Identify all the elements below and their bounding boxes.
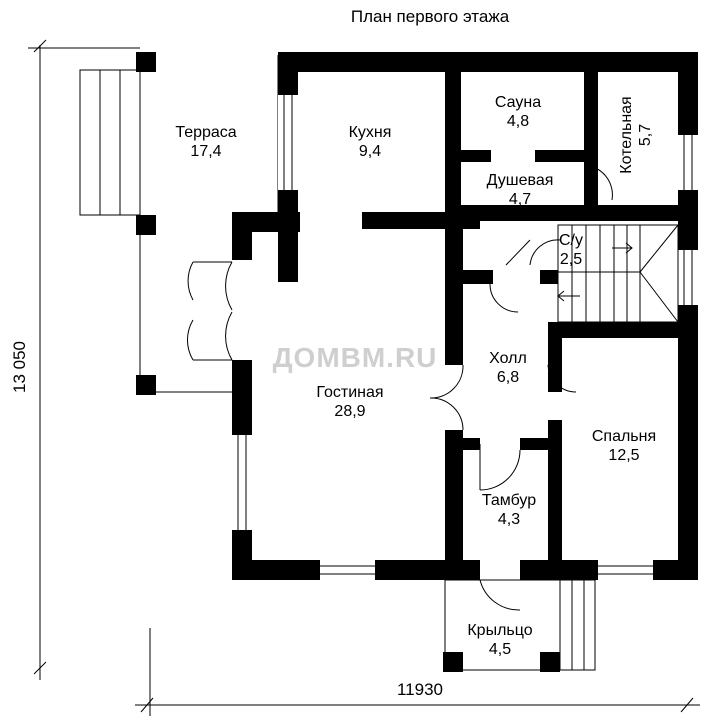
room-name: Тамбур: [481, 492, 537, 509]
staircase: [557, 224, 679, 323]
room-area: 4,7: [508, 191, 532, 208]
room-hall: Холл 6,8: [489, 349, 527, 387]
room-boiler: Котельная 5,7: [617, 96, 655, 173]
room-name: Сауна: [494, 94, 542, 111]
room-name: Терраса: [175, 124, 237, 141]
interior-walls: [362, 52, 698, 580]
room-porch: Крыльцо 4,5: [467, 621, 532, 659]
room-area: 6,8: [496, 369, 520, 386]
windows: [232, 95, 698, 580]
room-area: 12,5: [608, 447, 640, 464]
room-name: Душевая: [486, 172, 554, 189]
room-area: 28,9: [334, 403, 366, 420]
dimension-height-label: 13 050: [10, 341, 29, 393]
room-terrace: Терраса 17,4: [175, 123, 236, 161]
room-name: Кухня: [348, 124, 392, 141]
room-name: Крыльцо: [467, 622, 533, 639]
room-bedroom: Спальня 12,5: [592, 427, 656, 465]
doors: [187, 164, 613, 611]
room-wc: С/у 2,5: [559, 231, 583, 269]
room-area: 4,8: [506, 113, 530, 130]
porch: [443, 579, 596, 672]
room-sauna: Сауна 4,8: [495, 93, 541, 131]
dimension-lines: [28, 39, 700, 716]
watermark-logo: ДОМВМ.RU: [272, 342, 438, 373]
room-kitchen: Кухня 9,4: [349, 123, 392, 161]
room-name: С/у: [559, 232, 583, 249]
room-vestibule: Тамбур 4,3: [482, 491, 536, 529]
room-name: Гостиная: [316, 384, 384, 401]
terrace-posts: [136, 52, 156, 395]
room-area: 9,4: [358, 143, 382, 160]
room-name: Спальня: [591, 428, 657, 445]
room-shower: Душевая 4,7: [487, 171, 554, 209]
page-title: План первого этажа: [350, 7, 510, 26]
room-area: 2,5: [559, 251, 583, 268]
room-living: Гостиная 28,9: [316, 383, 383, 421]
room-area: 17,4: [190, 143, 222, 160]
room-area: 4,5: [488, 641, 512, 658]
dimension-width-label: 11930: [396, 680, 444, 699]
room-area: 5,7: [637, 123, 654, 147]
room-area: 4,3: [497, 511, 521, 528]
room-name: Котельная: [618, 96, 635, 174]
room-name: Холл: [489, 350, 527, 367]
